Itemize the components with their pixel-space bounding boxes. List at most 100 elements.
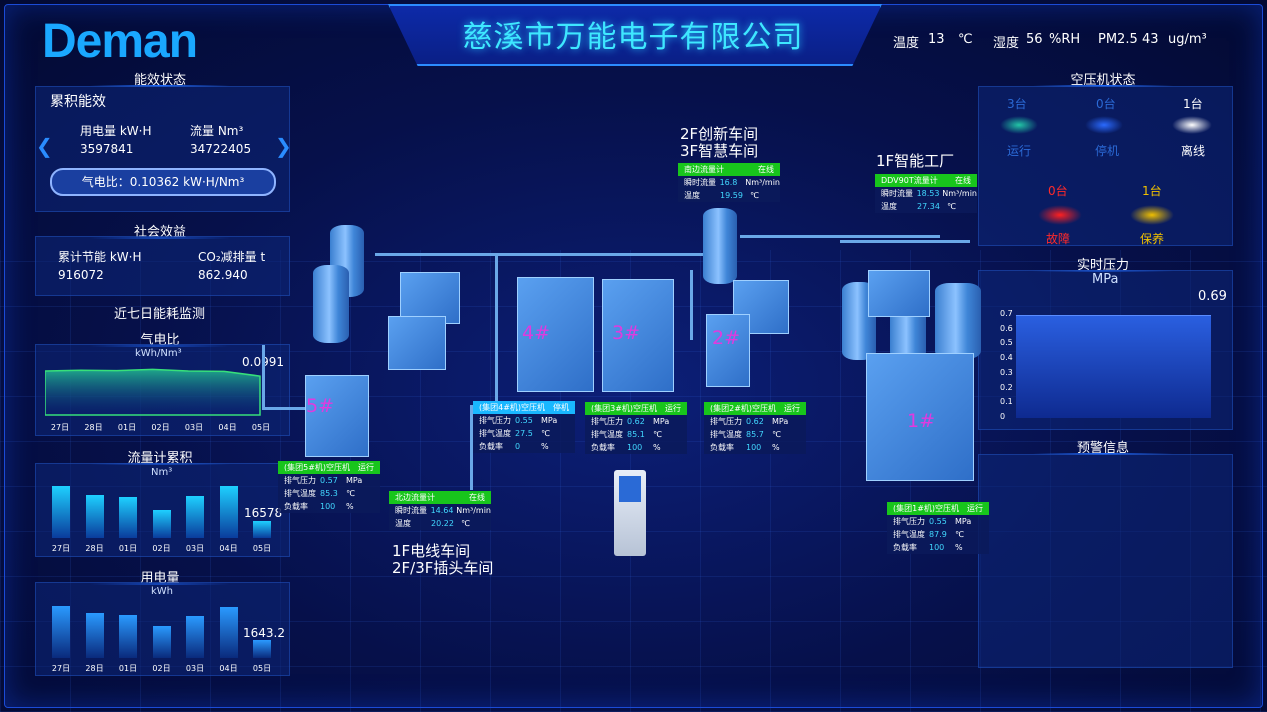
machine-name: (集团4#机)空压机 bbox=[479, 403, 546, 412]
warning-panel bbox=[978, 454, 1233, 668]
bar bbox=[85, 495, 104, 538]
fault-icon bbox=[1038, 205, 1082, 225]
power-chart-unit: kWh bbox=[151, 586, 174, 597]
y-tick-label: 0.1 bbox=[1000, 397, 1013, 407]
area-label-2f: 2F创新车间 3F智慧车间 bbox=[680, 126, 758, 160]
bar bbox=[186, 496, 204, 538]
meter-name: 北边流量计 bbox=[395, 493, 435, 502]
stopped-count: 0台 bbox=[1096, 97, 1116, 111]
flow-value: 18.53 bbox=[916, 189, 940, 198]
bar bbox=[219, 607, 238, 658]
machine-1-number: 1# bbox=[907, 410, 936, 432]
title-banner bbox=[388, 4, 882, 66]
pipe bbox=[740, 235, 940, 238]
temp-unit: ℃ bbox=[541, 429, 550, 438]
x-tick-label: 28日 bbox=[85, 544, 104, 553]
ratio-line-chart bbox=[45, 368, 261, 416]
load-label: 负载率 bbox=[893, 543, 917, 552]
pm-label: PM2.5 bbox=[1098, 32, 1138, 47]
flow-value: 16.8 bbox=[719, 178, 738, 187]
temp-label: 排气温度 bbox=[710, 430, 742, 439]
y-tick-label: 0.6 bbox=[1000, 323, 1013, 333]
x-tick-label: 04日 bbox=[219, 544, 238, 553]
machine-name: (集团1#机)空压机 bbox=[893, 504, 960, 513]
pressure-value: 0.62 bbox=[746, 417, 764, 426]
x-tick-label: 02日 bbox=[151, 423, 170, 432]
y-tick-label: 0.2 bbox=[1000, 382, 1013, 392]
temp-label: 温度 bbox=[684, 191, 700, 200]
x-tick-label: 27日 bbox=[50, 423, 70, 432]
compressor-2[interactable] bbox=[706, 314, 750, 387]
temp-value: 85.7 bbox=[746, 430, 764, 439]
temp-unit: ℃ bbox=[346, 489, 355, 498]
temp-value: 87.9 bbox=[929, 530, 947, 539]
load-unit: % bbox=[653, 443, 661, 452]
energy-subtitle: 累积能效 bbox=[50, 94, 106, 110]
flow-chart-unit: Nm³ bbox=[151, 467, 173, 478]
machine-name: (集团2#机)空压机 bbox=[710, 404, 777, 413]
page-title: 慈溪市万能电子有限公司 bbox=[462, 20, 804, 55]
compressor-1[interactable] bbox=[866, 353, 974, 481]
bar bbox=[253, 640, 271, 658]
ratio-area-series bbox=[45, 368, 261, 416]
x-tick-label: 28日 bbox=[85, 664, 104, 673]
pressure-value: 0.57 bbox=[320, 476, 338, 485]
load-unit: % bbox=[955, 543, 963, 552]
temp-unit: ℃ bbox=[653, 430, 662, 439]
machine-status: 停机 bbox=[553, 403, 569, 412]
load-unit: % bbox=[772, 443, 780, 452]
load-value: 100 bbox=[746, 443, 762, 452]
machine-4-number: 4# bbox=[522, 322, 551, 344]
temp-unit: ℃ bbox=[955, 530, 964, 539]
compressor-5[interactable] bbox=[305, 375, 369, 457]
bar bbox=[85, 613, 104, 658]
flow-unit: Nm³/min bbox=[745, 178, 780, 187]
co2-value: 862.940 bbox=[198, 268, 248, 282]
machine-name: (集团5#机)空压机 bbox=[284, 463, 351, 472]
temp-value: 85.1 bbox=[627, 430, 645, 439]
fault-label: 故障 bbox=[1046, 232, 1071, 246]
saving-label: 累计节能 kW·H bbox=[58, 250, 142, 264]
load-label: 负载率 bbox=[479, 442, 503, 451]
machine-status: 运行 bbox=[784, 404, 800, 413]
temp-label: 排气温度 bbox=[893, 530, 925, 539]
control-kiosk[interactable] bbox=[614, 470, 646, 556]
gas-power-ratio: 气电比：0.10362 kW·H/Nm³ bbox=[50, 168, 276, 196]
brand-logo: Deman bbox=[42, 15, 198, 68]
maint-count: 1台 bbox=[1142, 184, 1162, 198]
flow-label: 流量 Nm³ bbox=[190, 124, 244, 138]
stopped-label: 停机 bbox=[1095, 144, 1120, 158]
pipe bbox=[690, 270, 693, 340]
load-value: 0 bbox=[515, 442, 521, 451]
x-tick-label: 04日 bbox=[219, 664, 238, 673]
dryer-unit bbox=[388, 316, 446, 370]
compressor-4[interactable] bbox=[517, 277, 594, 392]
flow-unit: Nm³/min bbox=[942, 189, 977, 198]
temp-value: 27.34 bbox=[917, 202, 940, 211]
load-label: 负载率 bbox=[591, 443, 615, 452]
temp-unit: ℃ bbox=[750, 191, 759, 200]
load-value: 100 bbox=[929, 543, 945, 552]
x-tick-label: 01日 bbox=[118, 544, 138, 553]
temp-unit: ℃ bbox=[947, 202, 956, 211]
pressure-area bbox=[1016, 315, 1211, 418]
pressure-unit: MPa bbox=[653, 417, 670, 426]
next-arrow-icon[interactable]: ❯ bbox=[275, 134, 292, 158]
area-line: 3F智慧车间 bbox=[680, 142, 759, 160]
prev-arrow-icon[interactable]: ❮ bbox=[36, 134, 53, 158]
temp-unit: ℃ bbox=[772, 430, 781, 439]
x-tick-label: 03日 bbox=[184, 423, 204, 432]
offline-count: 1台 bbox=[1183, 97, 1203, 111]
meter-name: 南边流量计 bbox=[684, 165, 724, 174]
compressor-3[interactable] bbox=[602, 279, 674, 392]
temp-unit: ℃ bbox=[958, 32, 973, 47]
bar bbox=[253, 521, 271, 538]
